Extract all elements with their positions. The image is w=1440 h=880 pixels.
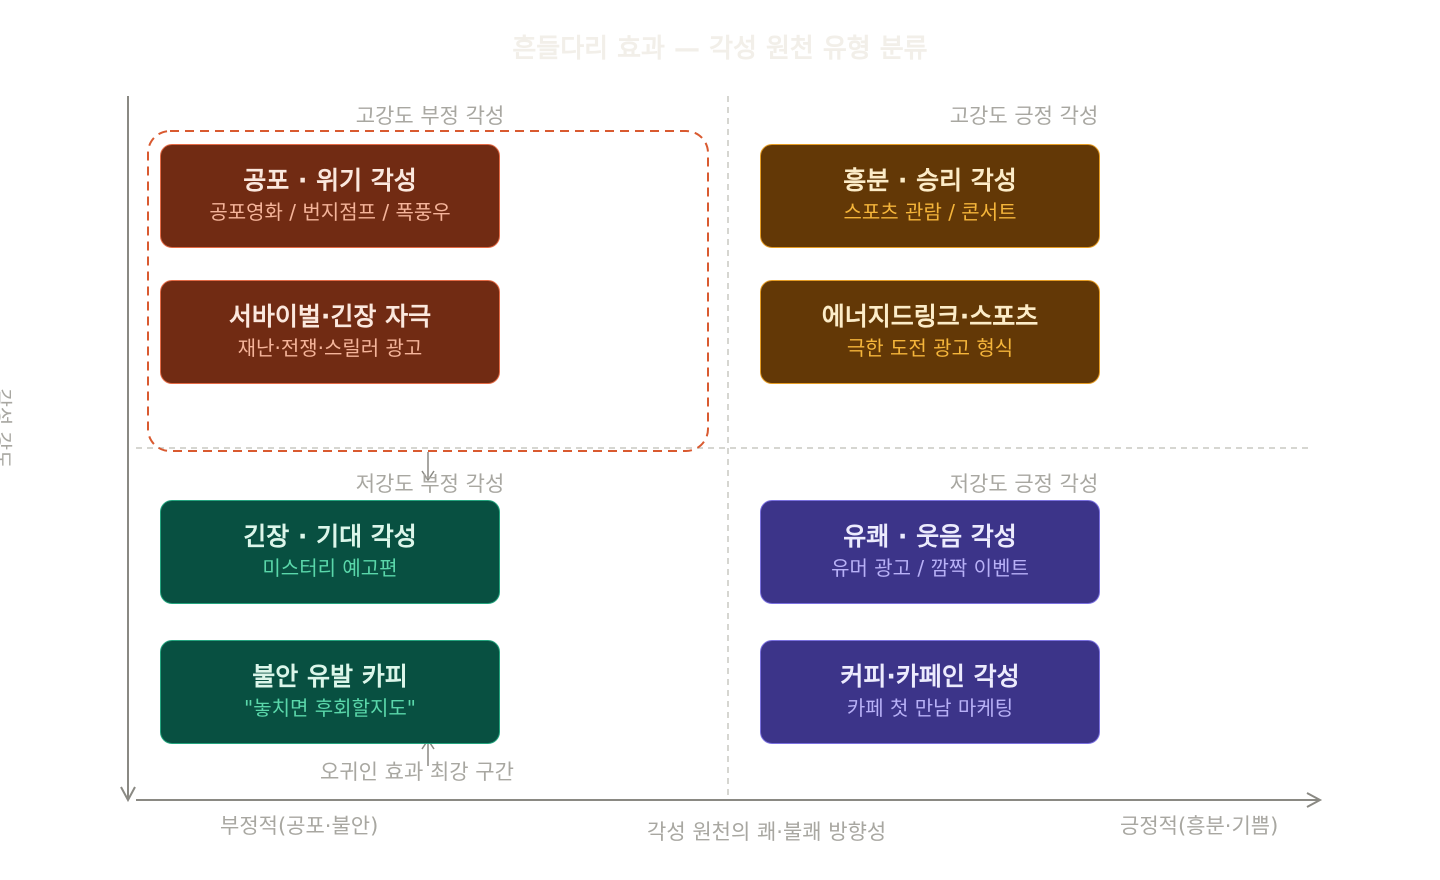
box-subtitle: 카페 첫 만남 마케팅	[846, 696, 1014, 720]
quadrant-label-bottom-right: 저강도 긍정 각성	[949, 472, 1099, 496]
box-title: 공포 · 위기 각성	[243, 166, 417, 195]
box-title: 에너지드링크·스포츠	[821, 302, 1039, 331]
box-survival-tension: 서바이벌·긴장 자극 재난·전쟁·스릴러 광고	[160, 280, 500, 384]
box-energy-drink-sports: 에너지드링크·스포츠 극한 도전 광고 형식	[760, 280, 1100, 384]
misattribution-annotation: 오귀인 효과 최강 구간	[320, 760, 514, 784]
box-humor-arousal: 유쾌 · 웃음 각성 유머 광고 / 깜짝 이벤트	[760, 500, 1100, 604]
x-axis-left-label: 부정적(공포·불안)	[220, 814, 379, 838]
annotation-arrow-down-head	[421, 470, 435, 482]
box-title: 커피·카페인 각성	[840, 662, 1020, 691]
box-title: 긴장 · 기대 각성	[243, 522, 417, 551]
box-subtitle: 극한 도전 광고 형식	[846, 336, 1014, 360]
y-axis-arrowhead	[120, 786, 136, 803]
x-axis-title: 각성 원천의 쾌·불쾌 방향성	[647, 820, 887, 844]
box-subtitle: 스포츠 관람 / 콘서트	[843, 200, 1017, 224]
box-subtitle: 유머 광고 / 깜짝 이벤트	[831, 556, 1029, 580]
box-coffee-caffeine: 커피·카페인 각성 카페 첫 만남 마케팅	[760, 640, 1100, 744]
box-subtitle: "놓치면 후회할지도"	[244, 696, 416, 720]
box-anxiety-copy: 불안 유발 카피 "놓치면 후회할지도"	[160, 640, 500, 744]
y-axis-label: 각성 강도	[0, 388, 15, 469]
quadrant-label-top-left: 고강도 부정 각성	[355, 104, 505, 128]
box-title: 불안 유발 카피	[252, 662, 408, 691]
box-title: 유쾌 · 웃음 각성	[843, 522, 1017, 551]
box-subtitle: 미스터리 예고편	[262, 556, 398, 580]
box-fear-arousal: 공포 · 위기 각성 공포영화 / 번지점프 / 폭풍우	[160, 144, 500, 248]
box-title: 서바이벌·긴장 자극	[228, 302, 432, 331]
box-subtitle: 공포영화 / 번지점프 / 폭풍우	[209, 200, 451, 224]
x-axis-arrowhead	[1306, 792, 1323, 808]
box-excitement-arousal: 흥분 · 승리 각성 스포츠 관람 / 콘서트	[760, 144, 1100, 248]
quadrant-label-bottom-left: 저강도 부정 각성	[355, 472, 505, 496]
box-title: 흥분 · 승리 각성	[843, 166, 1017, 195]
box-tension-anticipation: 긴장 · 기대 각성 미스터리 예고편	[160, 500, 500, 604]
box-subtitle: 재난·전쟁·스릴러 광고	[237, 336, 423, 360]
diagram-title: 흔들다리 효과 — 각성 원천 유형 분류	[512, 34, 928, 64]
x-axis-right-label: 긍정적(흥분·기쁨)	[1120, 814, 1279, 838]
high-intensity-negative-highlight	[147, 130, 709, 452]
quadrant-label-top-right: 고강도 긍정 각성	[949, 104, 1099, 128]
